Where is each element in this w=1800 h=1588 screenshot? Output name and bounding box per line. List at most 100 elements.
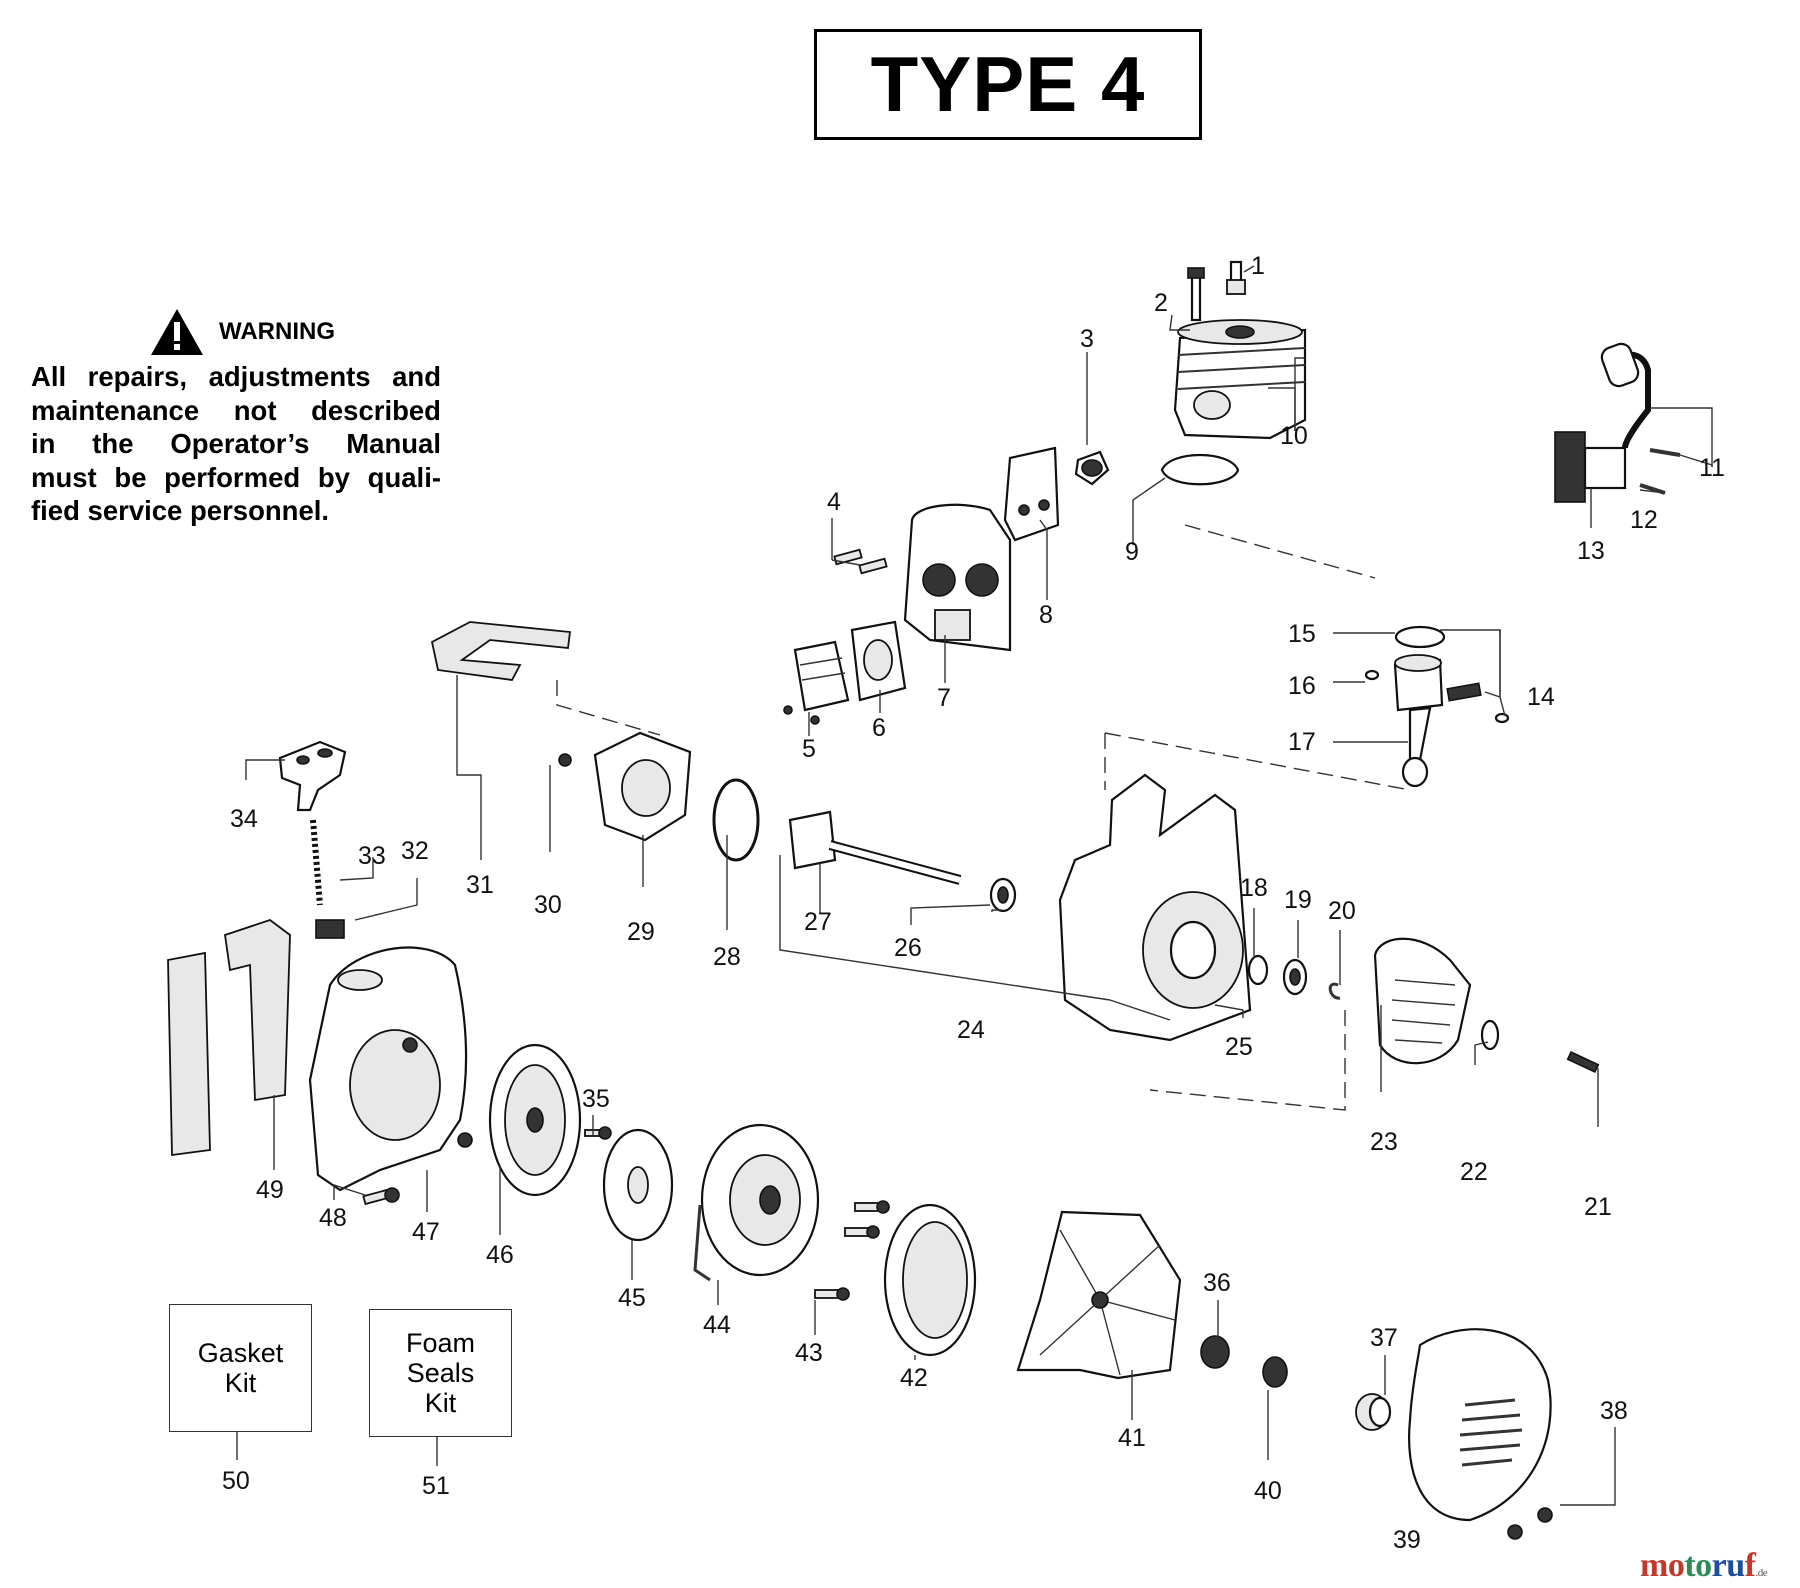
callout-number: 5: [802, 735, 816, 763]
callout-number: 12: [1630, 506, 1658, 534]
blower-housing-drawing: [308, 946, 473, 1192]
callout-number: 1: [1251, 252, 1265, 280]
callout-number: 34: [230, 805, 258, 833]
callout-number: 51: [422, 1472, 450, 1500]
crankcase-drawing: [1058, 773, 1252, 1042]
foam-seal-drawing: [430, 621, 572, 681]
dowel-pin-drawing: [1566, 1050, 1600, 1074]
callout-number: 3: [1080, 325, 1094, 353]
intake-boot-drawing: [1074, 450, 1110, 486]
watermark-text: motoruf: [1640, 1547, 1756, 1584]
warning-heading: WARNING: [219, 318, 335, 345]
fan-cover-drawing: [883, 1203, 977, 1357]
callout-number: 39: [1393, 1526, 1421, 1554]
crankshaft-drawing: [788, 810, 962, 885]
cylinder-gasket-drawing: [1160, 454, 1240, 486]
exhaust-cover-drawing: [783, 640, 850, 725]
callout-number: 26: [894, 934, 922, 962]
watermark-letter: r: [1711, 1547, 1727, 1584]
kit-label-line: Gasket: [197, 1338, 284, 1368]
callout-number: 35: [582, 1085, 610, 1113]
callout-number: 46: [486, 1241, 514, 1269]
starter-rope-drawing: [310, 819, 323, 906]
watermark-letter: o: [1695, 1547, 1712, 1584]
callout-number: 17: [1288, 728, 1316, 756]
callout-number: 48: [319, 1204, 347, 1232]
callout-number: 43: [795, 1339, 823, 1367]
housing-screw-drawing: [362, 1187, 400, 1206]
callout-number: 10: [1280, 422, 1308, 450]
starter-handle-drawing: [278, 740, 347, 812]
starter-pulley-drawing: [488, 1043, 582, 1197]
callout-number: 47: [412, 1218, 440, 1246]
callout-number: 38: [1600, 1397, 1628, 1425]
watermark-letter: u: [1726, 1547, 1745, 1584]
impeller-drawing: [1016, 1210, 1182, 1380]
callout-number: 14: [1527, 683, 1555, 711]
foam-blocks-drawing: [167, 918, 291, 1157]
watermark-letter: o: [1667, 1547, 1685, 1584]
callout-number: 27: [804, 908, 832, 936]
callout-number: 7: [937, 684, 951, 712]
callout-number: 13: [1577, 537, 1605, 565]
recoil-screws-drawing: [814, 1200, 890, 1301]
callout-number: 23: [1370, 1128, 1398, 1156]
callout-number: 15: [1288, 620, 1316, 648]
callout-number: 36: [1203, 1269, 1231, 1297]
callout-number: 22: [1460, 1158, 1488, 1186]
callout-number: 6: [872, 714, 886, 742]
watermark-letter: f: [1744, 1547, 1756, 1584]
watermark-letter: m: [1640, 1547, 1668, 1584]
kit-label-line: Seals: [406, 1358, 475, 1388]
impeller-nut-drawing: [1200, 1335, 1230, 1369]
warning-line: in the Operator’s Manual: [31, 428, 441, 459]
cylinder-screw-drawing: [1187, 267, 1205, 322]
kit-label-line: Kit: [424, 1388, 457, 1418]
callout-number: 4: [827, 488, 841, 516]
cover-screws-drawing: [1507, 1507, 1553, 1540]
muffler-screws-drawing: [833, 548, 888, 575]
callout-number: 31: [466, 871, 494, 899]
callout-number: 33: [358, 842, 386, 870]
callout-number: 16: [1288, 672, 1316, 700]
kit-label-line: Foam: [405, 1328, 476, 1358]
site-watermark-logo: motoruf.de: [1640, 1547, 1768, 1585]
muffler-drawing: [903, 503, 1012, 652]
spacer-drawing: [1355, 1393, 1392, 1431]
callout-number: 28: [713, 943, 741, 971]
callout-number: 42: [900, 1364, 928, 1392]
pulley-screw-drawing: [584, 1126, 612, 1140]
part-drawings: [167, 260, 1681, 1540]
cylinder-drawing: [1173, 319, 1307, 440]
callout-number: 41: [1118, 1424, 1146, 1452]
callout-number: 9: [1125, 538, 1139, 566]
carburetor-adapter-drawing: [558, 731, 692, 842]
foam-seals-kit-box: Foam Seals Kit: [369, 1309, 512, 1437]
callout-number: 45: [618, 1284, 646, 1312]
watermark-letter: t: [1684, 1547, 1696, 1584]
callout-number: 8: [1039, 601, 1053, 629]
warning-line: fied service personnel.: [31, 495, 330, 526]
callout-number: 18: [1240, 874, 1268, 902]
callout-number: 29: [627, 918, 655, 946]
callout-number: 21: [1584, 1193, 1612, 1221]
muffler-gasket-drawing: [850, 620, 907, 702]
spark-plug-drawing: [1226, 260, 1246, 295]
watermark-suffix: .de: [1755, 1567, 1768, 1579]
warning-text: All repairs, adjustments and maintenance…: [31, 360, 441, 528]
callout-number: 40: [1254, 1477, 1282, 1505]
callout-number: 30: [534, 891, 562, 919]
callout-number: 32: [401, 837, 429, 865]
diagram-title-box: TYPE 4: [814, 29, 1202, 140]
ignition-module-drawing: [1554, 342, 1681, 503]
heat-shield-drawing: [1003, 446, 1060, 542]
callout-number: 20: [1328, 897, 1356, 925]
callout-number: 2: [1154, 289, 1168, 317]
fan-cover-outer-drawing: [1408, 1328, 1552, 1522]
diagram-title: TYPE 4: [870, 40, 1146, 128]
gasket-kit-box: Gasket Kit: [169, 1304, 312, 1432]
warning-line: All repairs, adjustments and: [31, 361, 441, 392]
callout-number: 19: [1284, 886, 1312, 914]
warning-header: WARNING: [149, 306, 441, 358]
